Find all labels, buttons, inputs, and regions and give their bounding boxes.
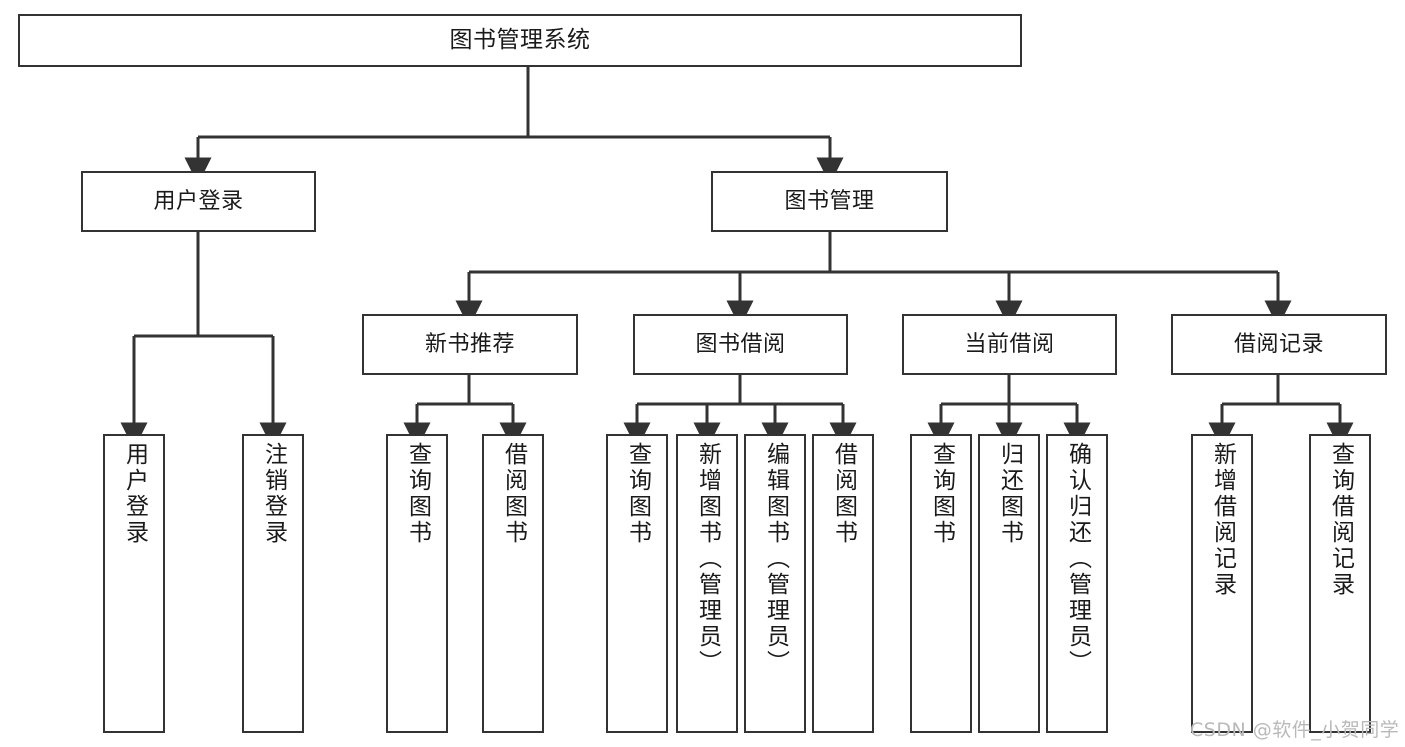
leaf-query-book-recommend[interactable]: 查询图书 bbox=[386, 434, 448, 733]
node-label: 查询借阅记录 bbox=[1327, 442, 1354, 598]
leaf-return-book[interactable]: 归还图书 bbox=[978, 434, 1040, 733]
node-label: 确认归还（管理员） bbox=[1064, 442, 1091, 676]
node-label: 图书管理系统 bbox=[449, 26, 591, 53]
node-current-borrow[interactable]: 当前借阅 bbox=[902, 314, 1117, 375]
leaf-borrow-book-recommend[interactable]: 借阅图书 bbox=[482, 434, 544, 733]
node-new-book-recommend[interactable]: 新书推荐 bbox=[362, 314, 578, 375]
leaf-confirm-return-admin[interactable]: 确认归还（管理员） bbox=[1046, 434, 1108, 733]
leaf-user-login[interactable]: 用户登录 bbox=[103, 434, 165, 733]
leaf-query-book-current[interactable]: 查询图书 bbox=[910, 434, 972, 733]
node-label: 借阅记录 bbox=[1233, 331, 1324, 357]
node-label: 新增借阅记录 bbox=[1209, 442, 1236, 598]
node-user-login[interactable]: 用户登录 bbox=[81, 171, 316, 232]
node-label: 用户登录 bbox=[153, 188, 244, 214]
node-label: 查询图书 bbox=[404, 442, 431, 546]
leaf-add-book-admin[interactable]: 新增图书（管理员） bbox=[676, 434, 738, 733]
node-label: 新增图书（管理员） bbox=[694, 442, 721, 676]
node-label: 编辑图书（管理员） bbox=[762, 442, 789, 676]
node-label: 借阅图书 bbox=[830, 442, 857, 546]
node-borrow-record[interactable]: 借阅记录 bbox=[1171, 314, 1387, 375]
leaf-logout[interactable]: 注销登录 bbox=[242, 434, 304, 733]
node-book-borrow[interactable]: 图书借阅 bbox=[633, 314, 848, 375]
node-label: 借阅图书 bbox=[500, 442, 527, 546]
node-label: 新书推荐 bbox=[424, 331, 515, 357]
leaf-borrow-book[interactable]: 借阅图书 bbox=[812, 434, 874, 733]
node-label: 图书管理 bbox=[784, 188, 875, 214]
watermark-text: CSDN @软件_小贺同学 bbox=[1190, 719, 1400, 741]
leaf-query-book-borrow[interactable]: 查询图书 bbox=[606, 434, 668, 733]
node-root-system[interactable]: 图书管理系统 bbox=[18, 14, 1022, 67]
node-label: 查询图书 bbox=[928, 442, 955, 546]
node-label: 图书借阅 bbox=[695, 331, 786, 357]
node-label: 归还图书 bbox=[996, 442, 1023, 546]
node-label: 用户登录 bbox=[121, 442, 148, 546]
node-book-management[interactable]: 图书管理 bbox=[711, 171, 948, 232]
node-label: 查询图书 bbox=[624, 442, 651, 546]
leaf-edit-book-admin[interactable]: 编辑图书（管理员） bbox=[744, 434, 806, 733]
node-label: 当前借阅 bbox=[964, 331, 1055, 357]
leaf-query-borrow-record[interactable]: 查询借阅记录 bbox=[1309, 434, 1371, 733]
node-label: 注销登录 bbox=[260, 442, 287, 546]
leaf-add-borrow-record[interactable]: 新增借阅记录 bbox=[1191, 434, 1253, 733]
